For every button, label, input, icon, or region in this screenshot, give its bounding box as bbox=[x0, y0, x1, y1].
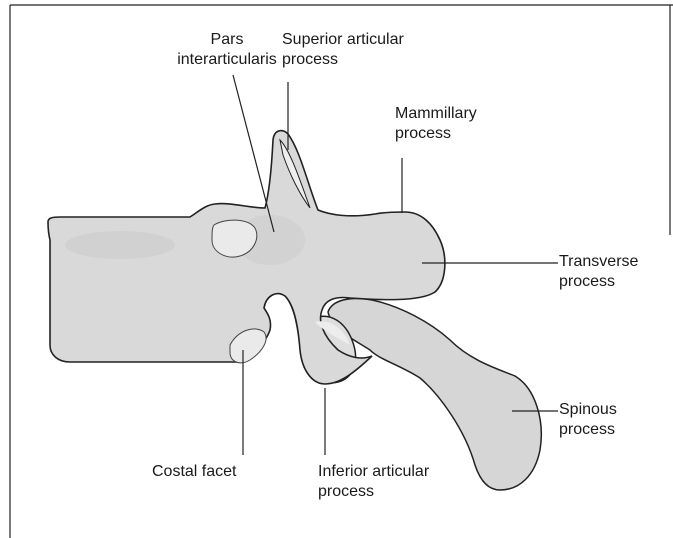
label-spinous-line2: process bbox=[559, 420, 617, 440]
label-transverse-process: Transverse process bbox=[559, 252, 638, 292]
label-inferior-articular-process: Inferior articular process bbox=[318, 462, 429, 502]
label-spinous-process: Spinous process bbox=[559, 400, 617, 440]
label-mammillary-line2: process bbox=[395, 124, 477, 144]
label-costal-facet: Costal facet bbox=[152, 462, 236, 482]
label-mammillary-process: Mammillary process bbox=[395, 104, 477, 144]
label-transverse-line1: Transverse bbox=[559, 252, 638, 272]
label-costal-line1: Costal facet bbox=[152, 462, 236, 482]
body-shading bbox=[65, 231, 175, 259]
label-superior-articular-process: Superior articular process bbox=[282, 30, 404, 70]
label-pars-line1: Pars bbox=[172, 30, 282, 50]
label-spinous-line1: Spinous bbox=[559, 400, 617, 420]
label-mammillary-line1: Mammillary bbox=[395, 104, 477, 124]
label-superior-line2: process bbox=[282, 50, 404, 70]
label-pars-interarticularis: Pars interarticularis bbox=[172, 30, 282, 70]
label-transverse-line2: process bbox=[559, 272, 638, 292]
label-inferior-line2: process bbox=[318, 482, 429, 502]
label-inferior-line1: Inferior articular bbox=[318, 462, 429, 482]
label-superior-line1: Superior articular bbox=[282, 30, 404, 50]
label-pars-line2: interarticularis bbox=[172, 50, 282, 70]
